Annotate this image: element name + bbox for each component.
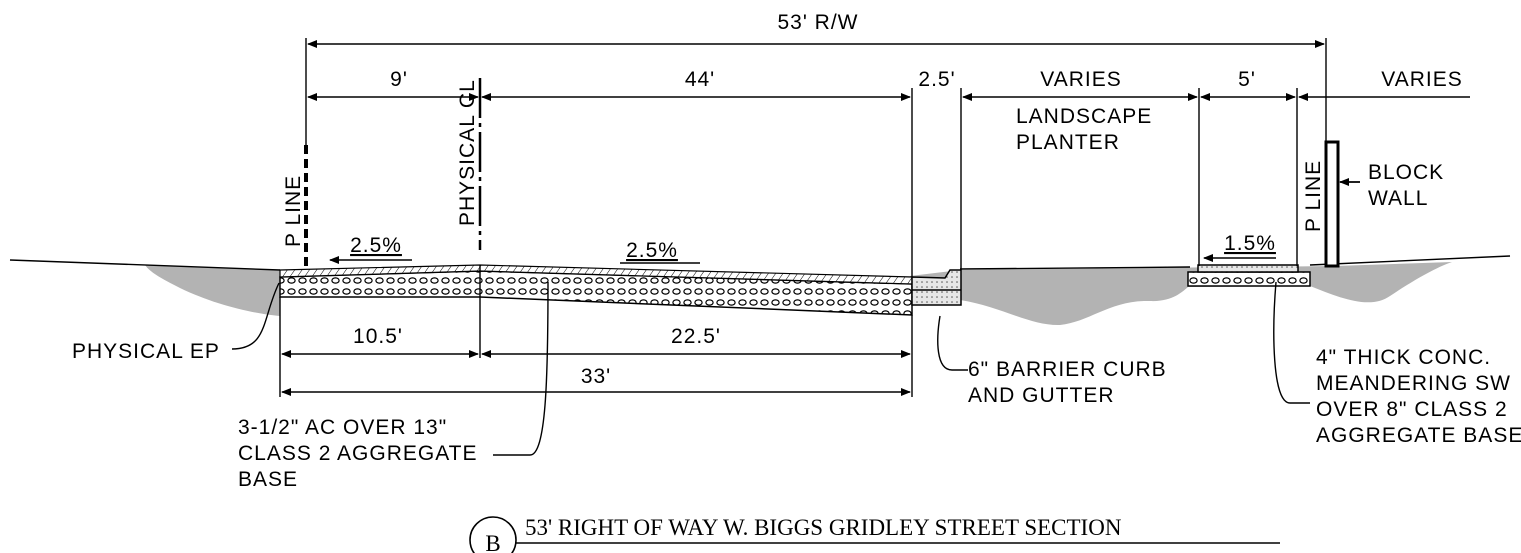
- dimension-10-5: 10.5': [353, 325, 403, 348]
- dimension-22-5: 22.5': [671, 325, 721, 348]
- slope-right: 1.5%: [1224, 232, 1276, 255]
- row-dimension: 53' R/W: [777, 11, 858, 34]
- sw-label-2: MEANDERING SW: [1316, 372, 1511, 395]
- sw-label-3: OVER 8" CLASS 2: [1316, 398, 1508, 421]
- dimension-varies-2: VARIES: [1381, 68, 1462, 91]
- dimension-lines: [281, 40, 1470, 396]
- slope-left: 2.5%: [350, 234, 402, 257]
- curb-label-1: 6" BARRIER CURB: [968, 358, 1167, 381]
- dimension-33: 33': [581, 365, 611, 388]
- slope-mid: 2.5%: [626, 239, 678, 262]
- dimension-9: 9': [390, 68, 408, 91]
- section-badge: [469, 516, 517, 553]
- soil-fill: [145, 262, 1452, 326]
- curb-label-2: AND GUTTER: [968, 384, 1115, 407]
- sw-label-4: AGGREGATE BASE: [1316, 424, 1521, 447]
- dimension-varies-1: VARIES: [1040, 68, 1121, 91]
- ac-label-1: 3-1/2" AC OVER 13": [238, 416, 447, 439]
- section-id: B: [485, 531, 500, 553]
- block-wall-label-1: BLOCK: [1368, 161, 1444, 184]
- section-title: B 53' RIGHT OF WAY W. BIGGS GRIDLEY STRE…: [469, 515, 1280, 553]
- p-line-right-label: P LINE: [1302, 160, 1325, 232]
- dimension-44: 44': [685, 68, 715, 91]
- ac-label-3: BASE: [238, 468, 298, 491]
- block-wall: [1324, 140, 1340, 268]
- dimension-2-5: 2.5': [918, 68, 955, 91]
- leader-lines: [231, 178, 1360, 456]
- reference-lines: [279, 38, 1327, 397]
- p-line-left-label: P LINE: [282, 175, 305, 247]
- block-wall-label-2: WALL: [1368, 187, 1428, 210]
- road-section: [279, 264, 913, 316]
- physical-cl-label: PHYSICAL CL: [456, 79, 479, 226]
- planter-label-1: LANDSCAPE: [1016, 105, 1152, 128]
- planter-label-2: PLANTER: [1016, 131, 1120, 154]
- section-title-text: 53' RIGHT OF WAY W. BIGGS GRIDLEY STREET…: [525, 515, 1122, 540]
- slope-arrows: [329, 254, 1276, 264]
- sw-label-1: 4" THICK CONC.: [1316, 346, 1491, 369]
- sidewalk: [1187, 264, 1311, 287]
- physical-ep-label: PHYSICAL EP: [72, 340, 220, 363]
- ac-label-2: CLASS 2 AGGREGATE: [238, 442, 478, 465]
- existing-ground-line: [9, 255, 1511, 271]
- dimension-5: 5': [1238, 68, 1256, 91]
